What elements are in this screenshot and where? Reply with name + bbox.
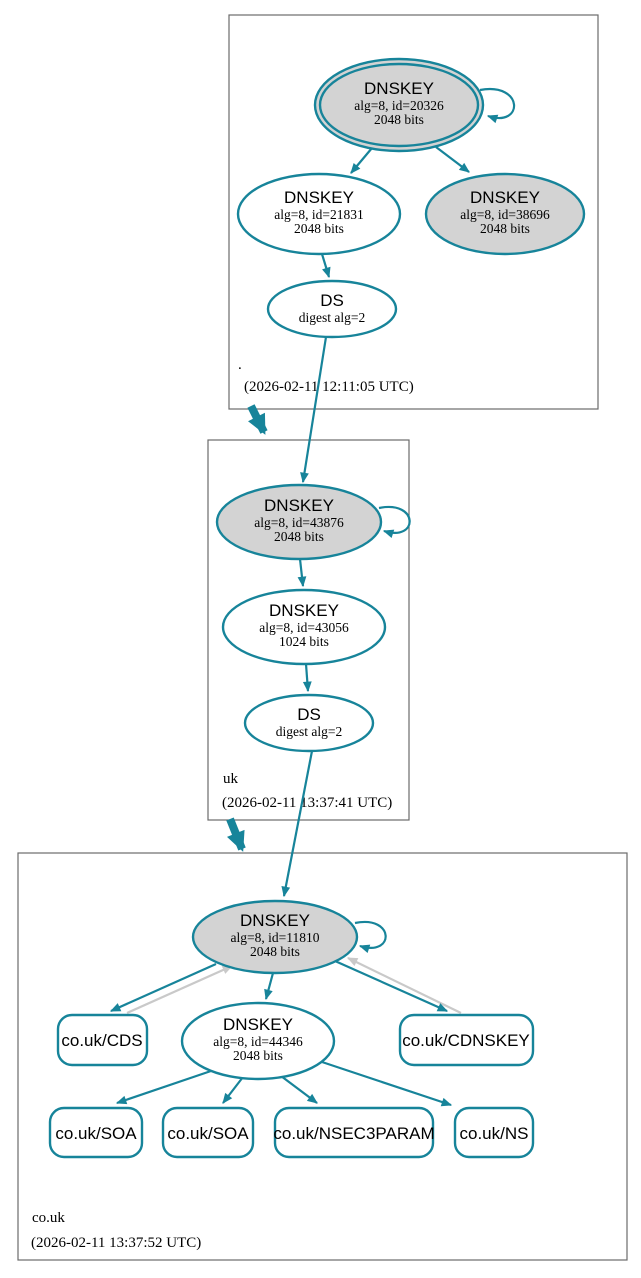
zone-timestamp-root: (2026-02-11 12:11:05 UTC) bbox=[244, 379, 414, 395]
edge-cds-to-ksk11810 bbox=[126, 964, 234, 1015]
edge-zsk21831-to-ds-root bbox=[320, 253, 331, 279]
rrset-soa2-node[interactable] bbox=[161, 1106, 255, 1159]
dnskey-38696-bits: 2048 bits bbox=[480, 221, 530, 236]
rrset-soa1-node[interactable] bbox=[48, 1106, 144, 1159]
delegation-arrow-root-to-uk bbox=[247, 404, 268, 435]
edge-ksk11810-to-zsk44346 bbox=[264, 972, 275, 1001]
dnskey-44346-bits: 2048 bits bbox=[233, 1048, 283, 1063]
dnskey-11810-node[interactable] bbox=[191, 899, 359, 975]
dnskey-20326-node[interactable] bbox=[313, 57, 485, 153]
dnskey-20326-bits: 2048 bits bbox=[374, 112, 424, 127]
dnskey-43876-alg: alg=8, id=43876 bbox=[254, 515, 344, 530]
dnskey-21831-title: DNSKEY bbox=[284, 188, 354, 207]
dnskey-43056-bits: 1024 bits bbox=[279, 634, 329, 649]
dnskey-44346-title: DNSKEY bbox=[223, 1015, 293, 1034]
dnskey-44346-alg: alg=8, id=44346 bbox=[213, 1034, 303, 1049]
dnskey-44346-node[interactable] bbox=[180, 1001, 336, 1081]
edge-zsk44346-to-nsec3param bbox=[280, 1075, 318, 1104]
dnskey-21831-bits: 2048 bits bbox=[294, 221, 344, 236]
ds-uk-digest: digest alg=2 bbox=[276, 724, 342, 739]
dnskey-38696-title: DNSKEY bbox=[470, 188, 540, 207]
dnskey-21831-node[interactable] bbox=[236, 172, 402, 256]
edge-zsk44346-to-soa1 bbox=[115, 1069, 212, 1105]
edge-zsk43056-to-ds-uk bbox=[302, 663, 312, 693]
dnskey-43056-alg: alg=8, id=43056 bbox=[259, 620, 349, 635]
dnskey-38696-alg: alg=8, id=38696 bbox=[460, 207, 550, 222]
ds-root-title: DS bbox=[320, 291, 344, 310]
delegation-arrow-uk-to-couk bbox=[226, 817, 246, 852]
zone-label-root: . bbox=[238, 357, 242, 373]
dnskey-11810-alg: alg=8, id=11810 bbox=[231, 930, 320, 945]
dnskey-43056-node[interactable] bbox=[221, 588, 387, 666]
rrset-ns-label: co.uk/NS bbox=[460, 1124, 529, 1143]
edge-zsk44346-to-ns bbox=[321, 1060, 453, 1107]
edge-ksk43876-to-zsk43056 bbox=[297, 558, 307, 588]
rrset-nsec3param-node[interactable] bbox=[273, 1106, 435, 1159]
rrset-cdnskey-label: co.uk/CDNSKEY bbox=[402, 1031, 530, 1050]
rrset-ns-node[interactable] bbox=[453, 1106, 535, 1159]
dnskey-20326-inner-ring bbox=[318, 62, 480, 148]
dnskey-43876-title: DNSKEY bbox=[264, 496, 334, 515]
ds-root-digest: digest alg=2 bbox=[299, 310, 365, 325]
zone-label-couk: co.uk bbox=[32, 1210, 65, 1226]
rrset-cdnskey-node[interactable] bbox=[398, 1013, 535, 1067]
dnskey-11810-bits: 2048 bits bbox=[250, 944, 300, 959]
edge-ksk20326-to-zsk21831 bbox=[350, 147, 373, 174]
rrset-soa2-label: co.uk/SOA bbox=[167, 1124, 249, 1143]
rrset-cds-node[interactable] bbox=[56, 1013, 149, 1067]
rrset-soa1-label: co.uk/SOA bbox=[55, 1124, 137, 1143]
ds-root-node[interactable] bbox=[266, 279, 398, 339]
zone-timestamp-couk: (2026-02-11 13:37:52 UTC) bbox=[31, 1235, 201, 1251]
dnskey-21831-alg: alg=8, id=21831 bbox=[274, 207, 363, 222]
zone-label-uk: uk bbox=[223, 771, 239, 787]
edge-ksk11810-to-cds bbox=[109, 962, 217, 1013]
rrset-nsec3param-label: co.uk/NSEC3PARAM bbox=[273, 1124, 434, 1143]
self-loop-ksk11810 bbox=[354, 920, 387, 953]
zone-timestamp-uk: (2026-02-11 13:37:41 UTC) bbox=[222, 795, 392, 811]
edge-ksk11810-to-cdnskey bbox=[334, 959, 449, 1013]
self-loop-ksk43876 bbox=[378, 505, 411, 538]
ds-uk-title: DS bbox=[297, 705, 321, 724]
dnskey-43876-node[interactable] bbox=[215, 483, 383, 561]
edge-zsk44346-to-soa2 bbox=[222, 1076, 244, 1104]
ds-uk-node[interactable] bbox=[243, 693, 375, 753]
edge-ksk20326-to-key38696 bbox=[435, 146, 470, 173]
rrset-cds-label: co.uk/CDS bbox=[61, 1031, 142, 1050]
edge-ds-root-to-ksk43876 bbox=[300, 336, 328, 484]
dnskey-38696-node[interactable] bbox=[424, 172, 586, 256]
dnskey-11810-title: DNSKEY bbox=[240, 911, 310, 930]
edge-ds-uk-to-ksk11810 bbox=[281, 750, 314, 898]
dnskey-43876-bits: 2048 bits bbox=[274, 529, 324, 544]
dnskey-20326-alg: alg=8, id=20326 bbox=[354, 98, 444, 113]
dnskey-43056-title: DNSKEY bbox=[269, 601, 339, 620]
self-loop-ksk20326 bbox=[479, 87, 516, 124]
dnskey-20326-title: DNSKEY bbox=[364, 79, 434, 98]
